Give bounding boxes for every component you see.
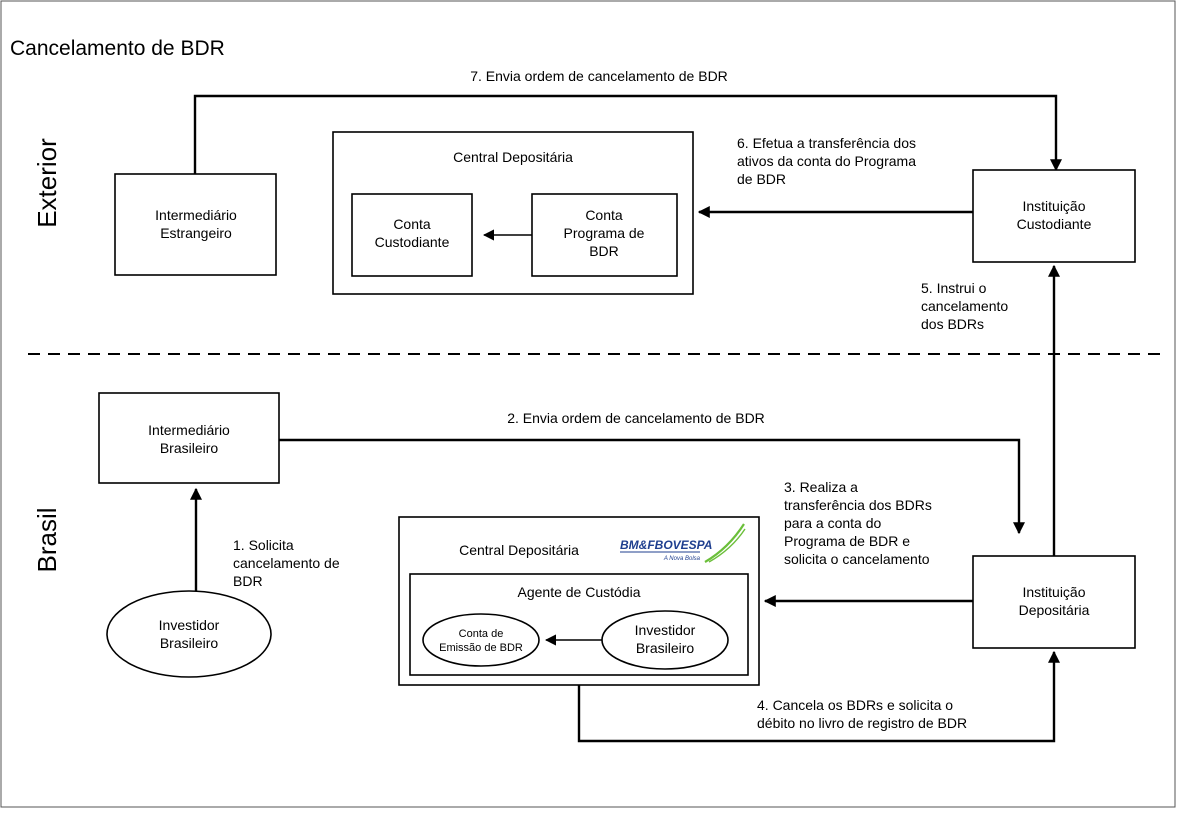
conta-custodiante-box	[351, 193, 473, 277]
bmfbovespa-logo: BM&FBOVESPA A Nova Bolsa	[620, 523, 746, 563]
step6-label-line2: ativos da conta do Programa	[737, 153, 916, 169]
bmfbovespa-logo-swoosh	[704, 523, 745, 563]
step7-label: 7. Envia ordem de cancelamento de BDR	[470, 68, 728, 84]
step3-label-line3: para a conta do	[784, 515, 882, 531]
diagram-title: Cancelamento de BDR	[10, 37, 225, 60]
intermediario-estrangeiro-line1: Intermediário	[155, 207, 237, 223]
conta-emissao-bdr-ellipse	[422, 613, 540, 667]
investidor-brasileiro-inner-line2: Brasileiro	[636, 640, 695, 656]
investidor-brasileiro-line1: Investidor	[159, 617, 220, 633]
step3-label-line1: 3. Realiza a	[784, 479, 858, 495]
step6-label-line1: 6. Efetua a transferência dos	[737, 135, 916, 151]
instituicao-depositaria-box	[972, 555, 1136, 649]
instituicao-depositaria-line1: Instituição	[1022, 584, 1085, 600]
step5-label-line1: 5. Instrui o	[921, 280, 987, 296]
conta-programa-bdr-line1: Conta	[585, 207, 623, 223]
connector-step2	[279, 438, 1025, 535]
intermediario-estrangeiro-line2: Estrangeiro	[160, 225, 232, 241]
conta-programa-bdr-line2: Programa de	[564, 225, 645, 241]
instituicao-custodiante-line1: Instituição	[1022, 198, 1085, 214]
intermediario-estrangeiro-box	[114, 173, 277, 276]
intermediario-brasileiro-box	[98, 392, 280, 484]
bmfbovespa-logo-swoosh-2	[708, 528, 746, 563]
region-label-brasil: Brasil	[32, 507, 62, 572]
connector-step7	[193, 94, 1062, 174]
conta-programa-bdr-box	[531, 193, 678, 277]
investidor-brasileiro-inner-line1: Investidor	[635, 622, 696, 638]
bmfbovespa-logo-tagline: A Nova Bolsa	[663, 556, 701, 562]
agente-custodia-label: Agente de Custódia	[518, 584, 641, 600]
conta-programa-bdr-line3: BDR	[589, 243, 619, 259]
step5-label-line3: dos BDRs	[921, 316, 984, 332]
step1-label-line1: 1. Solicita	[233, 537, 294, 553]
conta-custodiante-line1: Conta	[393, 216, 431, 232]
conta-custodiante-line2: Custodiante	[375, 234, 450, 250]
conta-emissao-bdr-line2: Emissão de BDR	[439, 642, 523, 654]
instituicao-depositaria-line2: Depositária	[1019, 602, 1090, 618]
step6-label-line3: de BDR	[737, 171, 786, 187]
step3-label-line2: transferência dos BDRs	[784, 497, 932, 513]
conta-emissao-bdr-line1: Conta de	[459, 628, 504, 640]
step1-label-line2: cancelamento de	[233, 555, 340, 571]
investidor-brasileiro-line2: Brasileiro	[160, 635, 219, 651]
step3-label-line4: Programa de BDR e	[784, 533, 910, 549]
step4-label-line2: débito no livro de registro de BDR	[757, 715, 967, 731]
step4-label-line1: 4. Cancela os BDRs e solicita o	[757, 697, 953, 713]
central-depositaria-exterior-label: Central Depositária	[453, 149, 573, 165]
central-depositaria-brasil-label: Central Depositária	[459, 542, 579, 558]
instituicao-custodiante-box	[972, 169, 1136, 263]
intermediario-brasileiro-line2: Brasileiro	[160, 440, 219, 456]
step2-label: 2. Envia ordem de cancelamento de BDR	[507, 410, 765, 426]
instituicao-custodiante-line2: Custodiante	[1017, 216, 1092, 232]
intermediario-brasileiro-line1: Intermediário	[148, 422, 230, 438]
connector-step4	[577, 650, 1060, 743]
step3-label-line5: solicita o cancelamento	[784, 551, 930, 567]
bmfbovespa-logo-text: BM&FBOVESPA	[620, 538, 712, 552]
step1-label-line3: BDR	[233, 573, 263, 589]
step5-label-line2: cancelamento	[921, 298, 1008, 314]
region-label-exterior: Exterior	[32, 138, 62, 228]
investidor-brasileiro-ellipse	[106, 590, 272, 678]
